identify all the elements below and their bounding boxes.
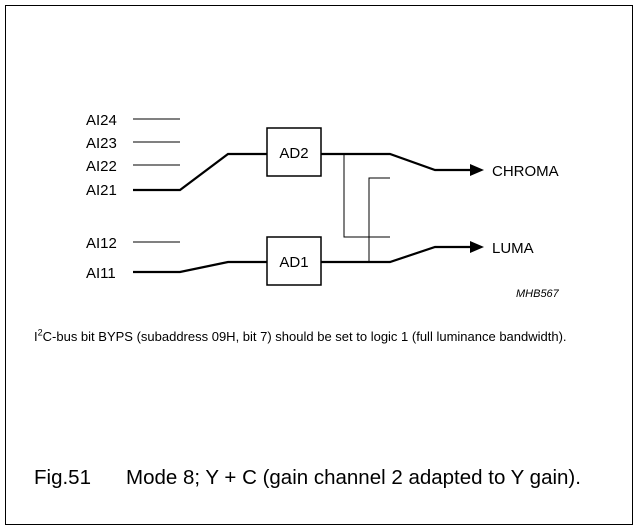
output-label-luma: LUMA <box>492 240 534 257</box>
figure-code: MHB567 <box>516 288 560 300</box>
input-label-ai24: AI24 <box>86 112 117 129</box>
note-prefix: I <box>34 329 38 344</box>
figure-title: Mode 8; Y + C (gain channel 2 adapted to… <box>126 466 581 489</box>
ad2-label: AD2 <box>279 145 308 162</box>
cross-link-ad1-to-chroma <box>368 177 390 262</box>
figure-number: Fig.51 <box>34 466 91 489</box>
chroma-output-path <box>321 152 472 172</box>
luma-arrowhead <box>470 241 484 253</box>
ad2-block <box>266 127 322 177</box>
figure-caption: Fig.51 Mode 8; Y + C (gain channel 2 ada… <box>34 464 614 491</box>
input-label-ai22: AI22 <box>86 158 117 175</box>
chroma-arrowhead <box>470 164 484 176</box>
figure-frame <box>5 5 633 525</box>
input-label-ai21: AI21 <box>86 182 117 199</box>
note-text: C-bus bit BYPS (subaddress 09H, bit 7) s… <box>42 329 567 344</box>
ad1-block <box>266 236 322 286</box>
input-label-ai12: AI12 <box>86 235 117 252</box>
signal-path-ai11-to-ad1 <box>133 260 267 274</box>
note-superscript: 2 <box>37 327 43 338</box>
configuration-note: I2C-bus bit BYPS (subaddress 09H, bit 7)… <box>34 328 604 346</box>
input-label-ai23: AI23 <box>86 135 117 152</box>
signal-path-ai21-to-ad2 <box>133 152 267 192</box>
output-label-chroma: CHROMA <box>492 163 559 180</box>
cross-link-ad2-to-luma <box>343 154 390 238</box>
ad1-label: AD1 <box>279 254 308 271</box>
input-label-ai11: AI11 <box>86 265 116 282</box>
luma-output-path <box>321 245 472 264</box>
